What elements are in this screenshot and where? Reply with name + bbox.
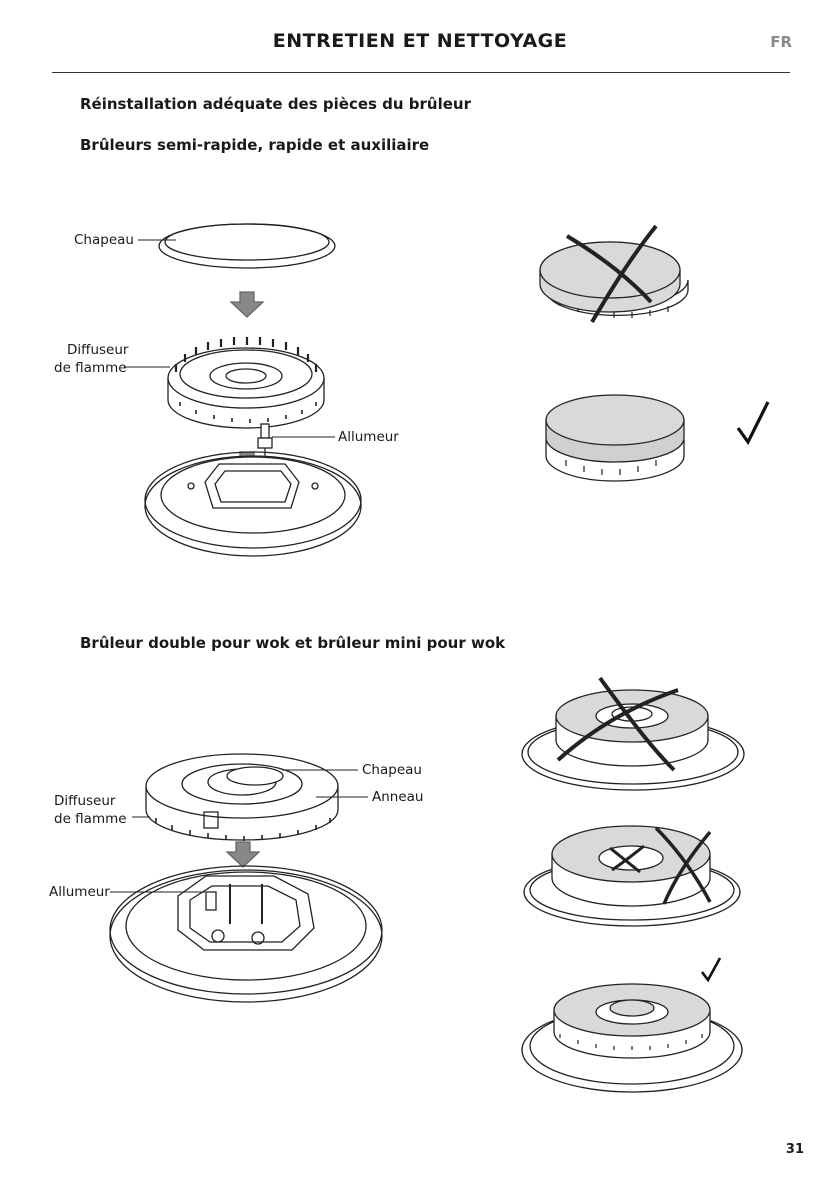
- wok-incorrect-placement-figure-2: [524, 826, 740, 926]
- subheading-wok-burners: Brûleur double pour wok et brûleur mini …: [80, 634, 505, 652]
- header-rule: [52, 72, 790, 73]
- language-tag: FR: [770, 33, 792, 51]
- label-cap-wok: Chapeau: [362, 761, 422, 779]
- down-arrow-icon: [231, 292, 263, 317]
- down-arrow-icon: [231, 452, 263, 477]
- label-cap: Chapeau: [74, 231, 134, 249]
- label-diffuser-line1: Diffuseur: [67, 341, 128, 359]
- label-igniter: Allumeur: [338, 428, 399, 446]
- cap-illustration: [159, 224, 335, 268]
- section-heading: Réinstallation adéquate des pièces du br…: [80, 95, 471, 113]
- burner-base-illustration: [145, 452, 361, 556]
- checkmark-icon: [738, 402, 768, 442]
- label-igniter-wok: Allumeur: [49, 883, 110, 901]
- igniter-illustration: [258, 424, 272, 468]
- subheading-standard-burners: Brûleurs semi-rapide, rapide et auxiliai…: [80, 136, 429, 154]
- label-diffuser-wok-line1: Diffuseur: [54, 792, 115, 810]
- label-ring: Anneau: [372, 788, 423, 806]
- label-diffuser-wok-line2: de flamme: [54, 810, 127, 828]
- wok-incorrect-placement-figure-1: [522, 678, 744, 790]
- flame-diffuser-illustration: [168, 337, 324, 428]
- wok-burner-base-illustration: [110, 866, 382, 1002]
- label-diffuser-line2: de flamme: [54, 359, 127, 377]
- wok-correct-placement-figure: [522, 984, 742, 1092]
- correct-cap-placement-figure: [546, 395, 684, 481]
- incorrect-cap-placement-figure: [540, 226, 688, 322]
- page-title: ENTRETIEN ET NETTOYAGE: [0, 30, 840, 52]
- down-arrow-icon: [227, 842, 259, 867]
- page-number: 31: [786, 1142, 804, 1157]
- wok-diffuser-illustration: [146, 754, 338, 841]
- checkmark-icon: [702, 958, 720, 980]
